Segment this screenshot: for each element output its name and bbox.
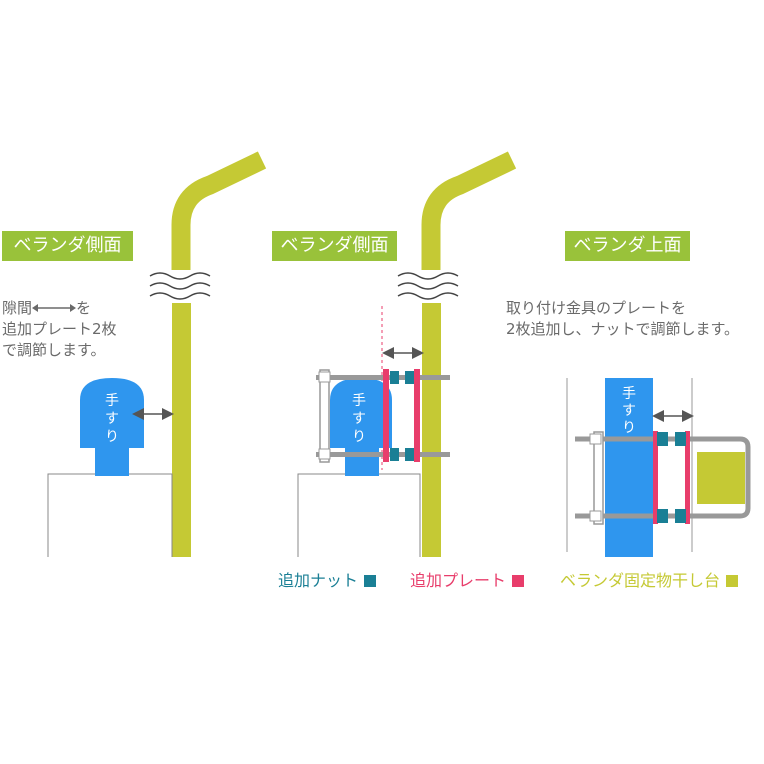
added-nut — [675, 509, 686, 523]
note-line-2: 追加プレート2枚 — [2, 320, 117, 338]
legend-plate-swatch — [512, 575, 525, 587]
handrail-label: 手すり — [622, 386, 636, 436]
bracket-end — [589, 510, 602, 522]
u-bolt — [575, 436, 751, 519]
handrail-label: 手すり — [352, 393, 366, 445]
break-mark — [149, 272, 211, 300]
double-arrow-icon — [32, 298, 77, 319]
pole-lower — [172, 303, 191, 557]
added-plate — [653, 431, 658, 524]
legend-plate: 追加プレート — [410, 567, 525, 591]
added-plate — [685, 431, 690, 524]
handrail — [330, 378, 392, 448]
handrail — [80, 378, 144, 448]
pole-lower — [422, 303, 441, 557]
panel3-note: 取り付け金具のプレートを 2枚追加し、ナットで調節します。 — [506, 298, 739, 340]
bracket-end — [318, 371, 331, 383]
break-mark — [397, 272, 459, 300]
handrail-neck — [95, 440, 129, 476]
wall — [47, 473, 173, 557]
added-nut — [405, 371, 414, 384]
legend-nut-label: 追加ナット — [278, 571, 359, 590]
added-nut — [390, 371, 399, 384]
legend-nut: 追加ナット — [278, 567, 377, 591]
added-nut — [657, 432, 668, 446]
bracket-end — [318, 448, 331, 460]
wall — [297, 473, 421, 557]
note-wo-text: を — [76, 299, 92, 317]
bracket-plate — [319, 369, 330, 463]
legend-nut-swatch — [364, 575, 377, 587]
bolt-upper — [316, 375, 450, 380]
legend-pole-label: ベランダ固定物干し台 — [560, 571, 721, 590]
pole-top — [421, 151, 517, 270]
note-gap-text: 隙間 — [2, 299, 33, 317]
legend-pole-swatch — [726, 575, 739, 587]
legend-plate-label: 追加プレート — [410, 571, 507, 590]
panel1-note: 隙間 を 追加プレート2枚 で調節します。 — [2, 298, 117, 361]
panel2-title: ベランダ側面 — [272, 231, 397, 261]
added-nut — [390, 448, 399, 461]
added-plate — [383, 369, 389, 462]
added-plate — [414, 369, 420, 462]
bracket-end — [589, 433, 602, 445]
pole-section — [697, 452, 745, 504]
bracket-plate — [593, 431, 604, 525]
handrail — [605, 378, 653, 557]
panel3-title: ベランダ上面 — [565, 231, 690, 261]
handrail-label: 手すり — [105, 393, 119, 445]
note-line-3: で調節します。 — [2, 341, 106, 359]
panel2-drawing: 手すり — [297, 151, 517, 557]
added-nut — [675, 432, 686, 446]
panel3-drawing: 手すり — [566, 378, 751, 557]
bolt-lower — [316, 452, 450, 457]
panel1-title: ベランダ側面 — [2, 231, 133, 261]
note3-line-1: 取り付け金具のプレートを — [506, 299, 687, 317]
pole-top — [171, 151, 267, 270]
added-nut — [657, 509, 668, 523]
added-nut — [405, 448, 414, 461]
note3-line-2: 2枚追加し、ナットで調節します。 — [506, 320, 740, 338]
legend-pole: ベランダ固定物干し台 — [560, 567, 739, 591]
handrail-neck — [345, 440, 379, 476]
